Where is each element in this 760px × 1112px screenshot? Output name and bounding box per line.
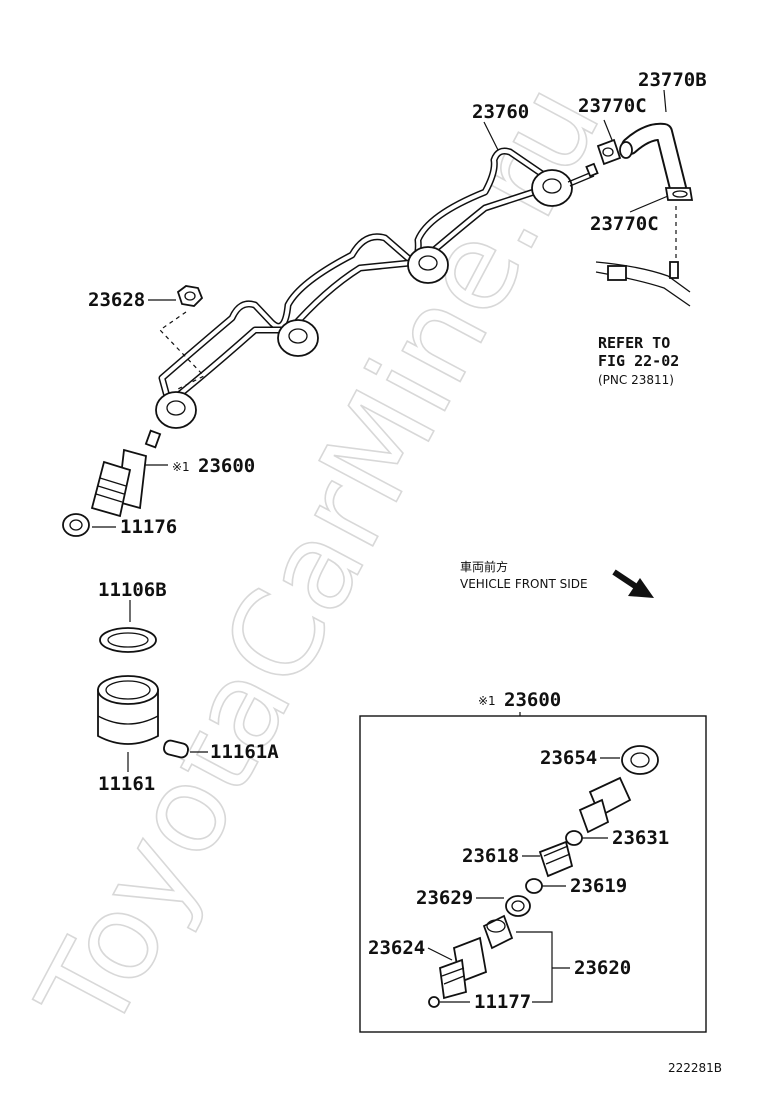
holder-11161 — [97, 675, 159, 745]
label-23654: 23654 — [540, 747, 597, 769]
label-23631: 23631 — [612, 827, 669, 849]
label-23629: 23629 — [416, 887, 473, 909]
label-11176: 11176 — [120, 516, 177, 538]
label-23760: 23760 — [472, 101, 529, 123]
label-23620: 23620 — [574, 957, 631, 979]
label-23600: 23600 — [198, 455, 255, 477]
pipe-nut-2 — [277, 319, 319, 357]
label-11106B: 11106B — [98, 579, 167, 601]
injector-23600 — [90, 429, 162, 518]
label-11177: 11177 — [474, 991, 531, 1013]
injector-detail-group — [427, 745, 659, 1008]
label-23619: 23619 — [570, 875, 627, 897]
direction-arrow-icon — [612, 569, 654, 598]
refer-line-3: (PNC 23811) — [598, 373, 674, 387]
refer-line-1: REFER TO — [598, 334, 670, 352]
hose-23770B — [619, 122, 687, 197]
mark-ref-box: ※1 — [478, 694, 496, 708]
pipe-nut-4 — [531, 169, 573, 207]
label-23624: 23624 — [368, 937, 425, 959]
label-23770C-top: 23770C — [578, 95, 647, 117]
clip-23770C-top — [596, 138, 622, 166]
label-23628: 23628 — [88, 289, 145, 311]
label-23618: 23618 — [462, 845, 519, 867]
label-11161A: 11161A — [210, 741, 279, 763]
nut-23628 — [176, 285, 204, 307]
label-23770C-mid: 23770C — [590, 213, 659, 235]
clip-23770C-mid — [664, 187, 694, 201]
fuel-line-reference — [595, 261, 691, 307]
label-23600-box: 23600 — [504, 689, 561, 711]
detail-box — [359, 715, 707, 1033]
direction-japanese: 車両前方 — [460, 559, 508, 574]
watermark: ToyotaCarMine.ru — [12, 63, 627, 1055]
direction-english: VEHICLE FRONT SIDE — [460, 577, 588, 591]
label-23770B: 23770B — [638, 69, 707, 91]
injection-pipe-group — [155, 147, 599, 429]
gasket-11106B — [99, 627, 157, 653]
refer-line-2: FIG 22-02 — [598, 352, 679, 370]
pipe-nut-3 — [407, 246, 449, 284]
label-11161: 11161 — [98, 773, 155, 795]
figure-number: 222281B — [668, 1061, 722, 1075]
washer-11176 — [62, 513, 90, 537]
pin-11161A — [163, 739, 189, 759]
pipe-nut-1 — [155, 391, 197, 429]
mark-ref-1: ※1 — [172, 460, 190, 474]
